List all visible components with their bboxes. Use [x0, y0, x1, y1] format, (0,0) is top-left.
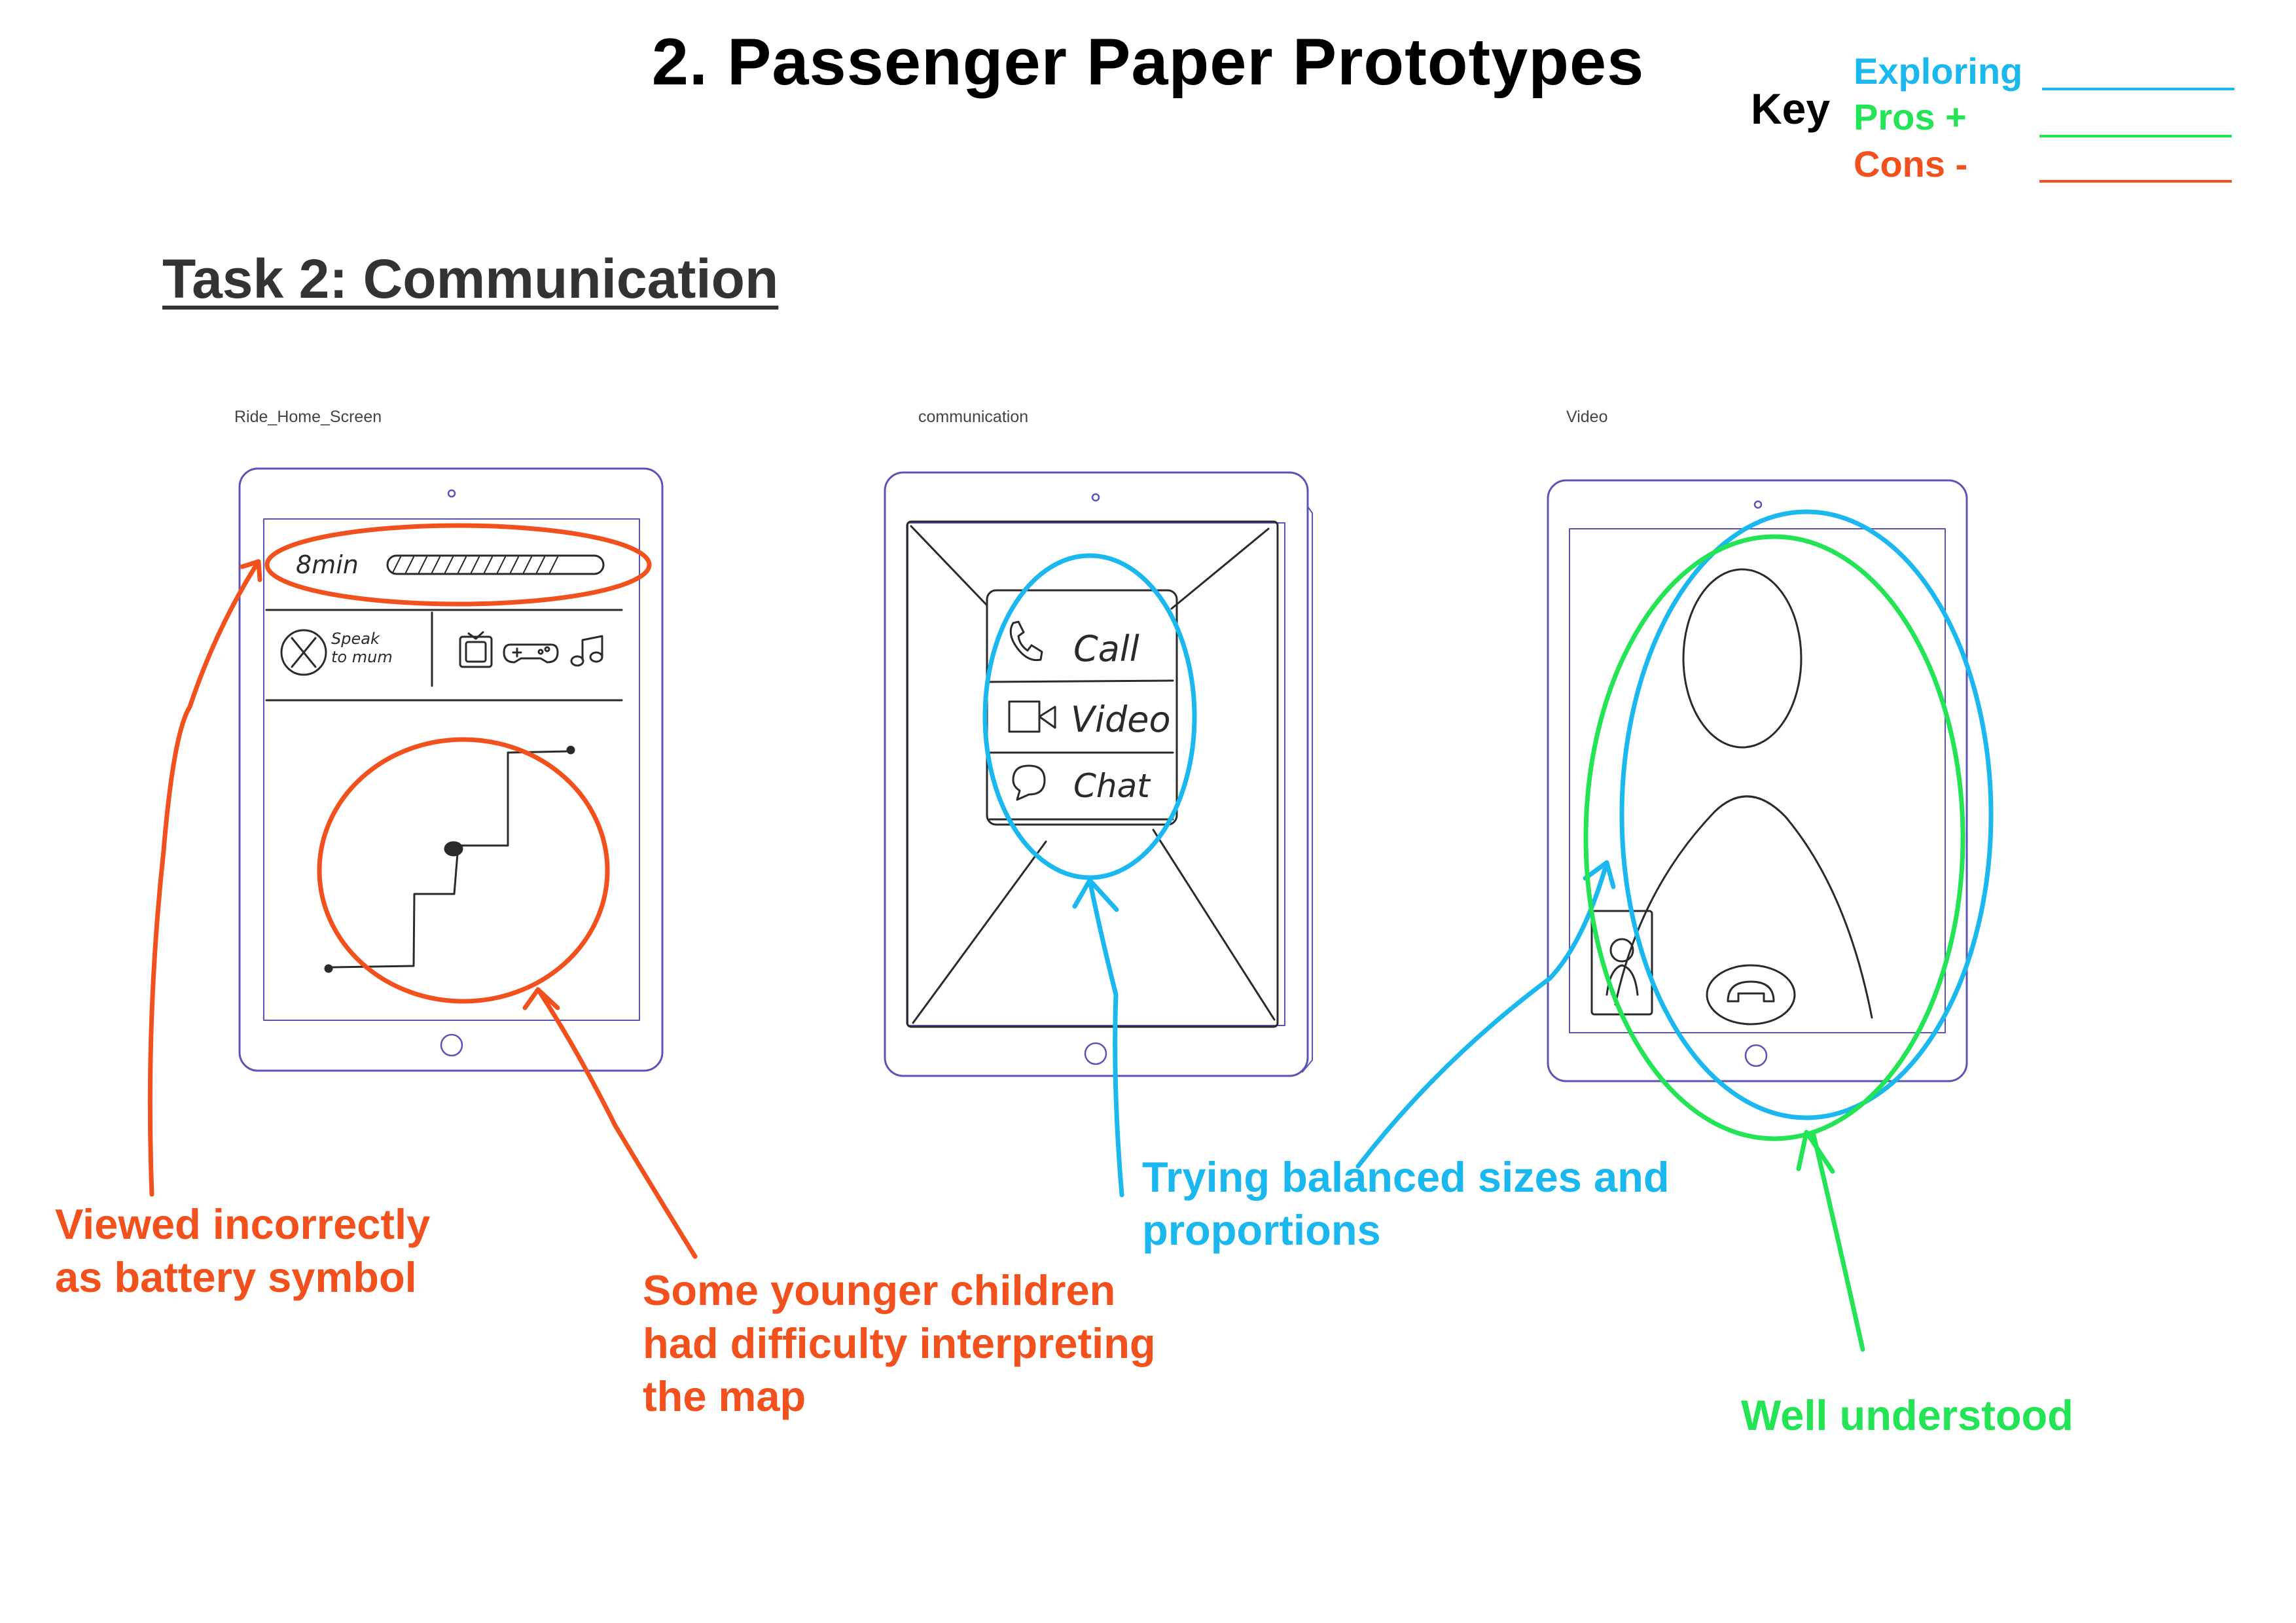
battery-arrow: [147, 559, 261, 1197]
key-line-cons: [2039, 180, 2232, 183]
key-item-cons: Cons -: [1854, 143, 1968, 185]
eta-bar-circle: [264, 523, 652, 607]
tv-icon: [459, 631, 493, 668]
speak-text-2: to mum: [331, 648, 393, 666]
image-placeholder-frame: [906, 520, 1279, 1028]
video-circle-blue: [1619, 509, 1994, 1120]
progress-hatching: [392, 556, 558, 573]
annotation-map: Some younger children had difficulty int…: [643, 1264, 1156, 1423]
map-arrow: [535, 987, 698, 1259]
screen-label-ride-home: Ride_Home_Screen: [234, 408, 382, 426]
annotation-proportions-line-1: Trying balanced sizes and: [1142, 1153, 1670, 1201]
video-icon: [1008, 700, 1056, 733]
music-icon: [570, 635, 603, 667]
pros-marks: [1583, 534, 1965, 1352]
key-line-pros: [2039, 135, 2232, 137]
gamepad-icon: [503, 643, 559, 664]
task-heading: Task 2: Communication: [162, 248, 779, 310]
communication-sketch: [906, 520, 1279, 1028]
chat-icon: [1012, 764, 1046, 801]
tablet-ride-home: [238, 467, 664, 1072]
speak-text-1: Speak: [331, 630, 380, 648]
menu-item-chat[interactable]: Chat: [1073, 767, 1151, 805]
annotation-proportions: Trying balanced sizes and proportions: [1142, 1150, 1670, 1257]
hang-up-button: [1706, 964, 1796, 1026]
menu-item-call[interactable]: Call: [1073, 628, 1139, 669]
annotation-map-line-3: the map: [643, 1372, 806, 1420]
page-title: 2. Passenger Paper Prototypes: [651, 26, 1645, 99]
proportions-arrow-1: [1087, 878, 1124, 1198]
caller-head: [1682, 568, 1803, 749]
screen-label-communication: communication: [918, 408, 1029, 426]
map-route: [324, 745, 575, 973]
menu-circle: [982, 553, 1197, 880]
annotation-understood: Well understood: [1741, 1389, 2073, 1442]
annotation-battery-line-1: Viewed incorrectly: [55, 1200, 431, 1248]
annotation-understood-line-1: Well understood: [1741, 1391, 2073, 1439]
menu-item-video[interactable]: Video: [1071, 699, 1170, 740]
cons-marks: [147, 523, 698, 1259]
key-item-exploring: Exploring: [1854, 50, 2023, 92]
eta-text: 8min: [296, 550, 359, 579]
screen-label-video: Video: [1566, 408, 1608, 426]
phone-icon: [1009, 620, 1043, 662]
understood-arrow: [1810, 1130, 1865, 1352]
map-circle: [317, 737, 610, 1004]
annotation-proportions-line-2: proportions: [1142, 1206, 1381, 1254]
exploring-marks: [982, 509, 1994, 1198]
annotation-battery: Viewed incorrectly as battery symbol: [55, 1198, 430, 1304]
key-item-pros: Pros +: [1854, 96, 1967, 137]
speak-icon: [280, 629, 327, 676]
key-line-exploring: [2042, 88, 2234, 90]
annotation-map-line-2: had difficulty interpreting: [643, 1319, 1156, 1367]
tablet-video: [1547, 479, 1968, 1082]
eta-progress-bar: [386, 554, 605, 575]
tablet-communication: [884, 471, 1313, 1077]
annotation-map-line-1: Some younger children: [643, 1266, 1116, 1314]
proportions-arrow-2: [1355, 860, 1609, 1169]
annotation-battery-line-2: as battery symbol: [55, 1253, 417, 1301]
ride-home-sketch: [265, 554, 623, 973]
car-position-marker: [444, 841, 463, 857]
video-circle-green: [1583, 534, 1965, 1141]
key-label: Key: [1751, 84, 1831, 133]
